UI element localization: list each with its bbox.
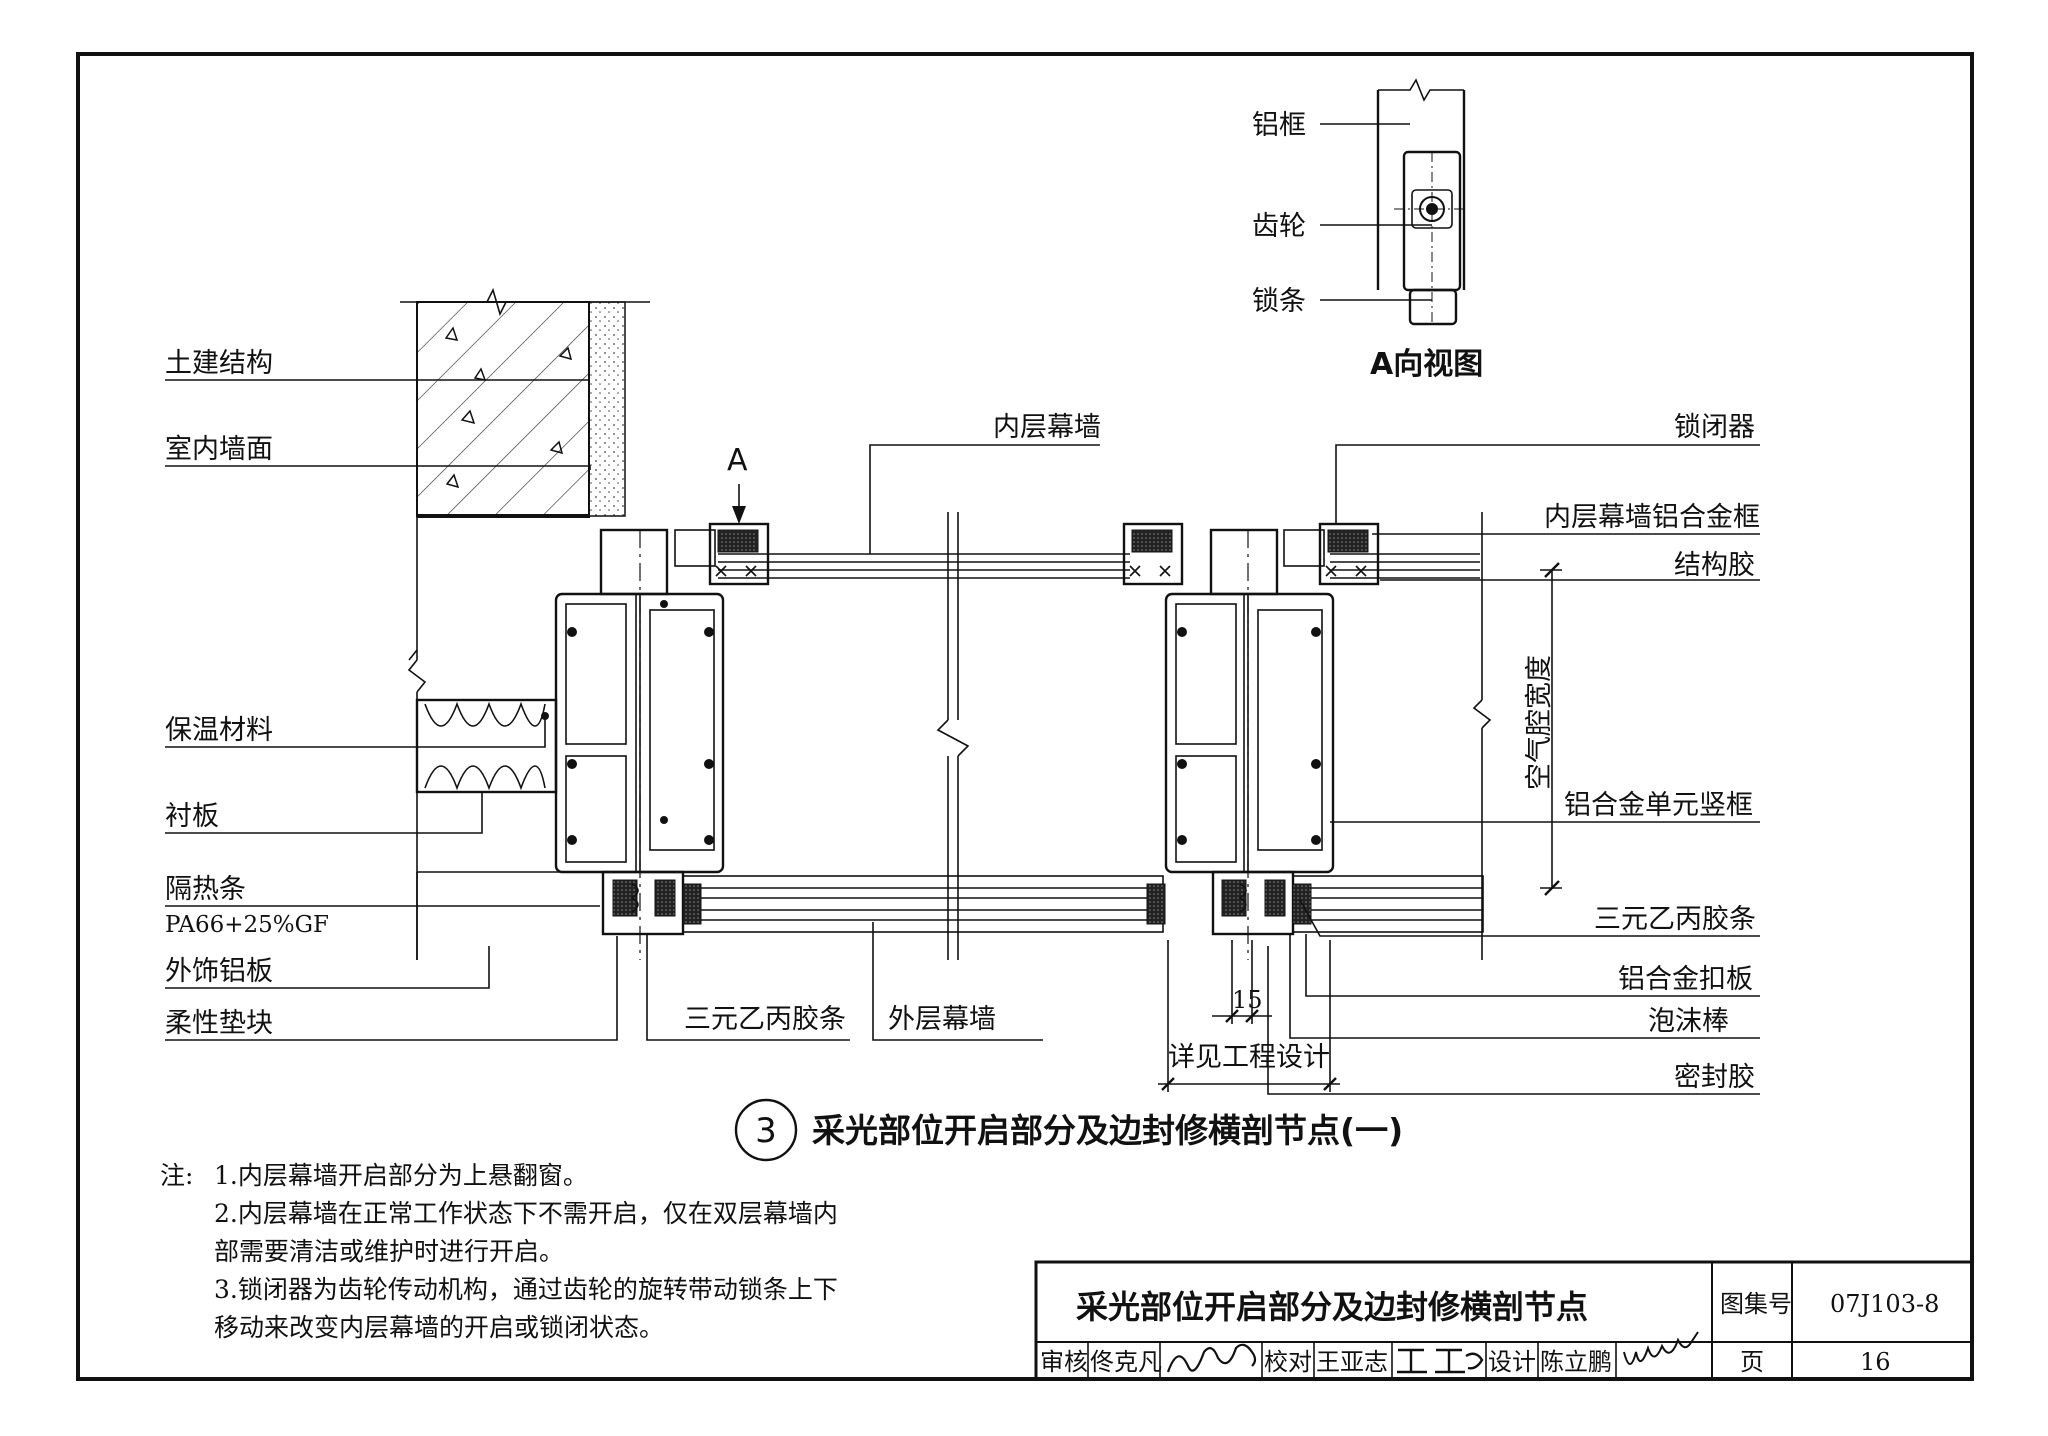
break-lines — [408, 512, 1492, 960]
outer-glass — [682, 875, 1484, 933]
label-structural-sealant: 结构胶 — [1674, 550, 1755, 581]
notes-prefix: 注: — [160, 1161, 193, 1190]
label-liner-board: 衬板 — [165, 801, 219, 832]
note-line-2: 2.内层幕墙在正常工作状态下不需开启，仅在双层幕墙内 — [214, 1199, 838, 1228]
label-epdm-strip-right: 三元乙丙胶条 — [1594, 904, 1756, 935]
designer-name: 陈立鹏 — [1540, 1348, 1612, 1376]
label-outer-curtain-wall: 外层幕墙 — [888, 1004, 996, 1035]
label-lock-bar: 锁条 — [1252, 286, 1306, 317]
air-cavity-dimension — [1540, 562, 1562, 896]
signature-designer — [1623, 1331, 1699, 1365]
design-label: 设计 — [1488, 1348, 1536, 1376]
leaders-center — [869, 444, 1100, 554]
leaders-right — [1267, 444, 1760, 1095]
label-inner-curtain-wall: 内层幕墙 — [993, 412, 1101, 443]
label-insulation: 保温材料 — [165, 715, 273, 746]
inner-frame-mid — [1122, 522, 1184, 586]
atlas-number: 07J103-8 — [1830, 1290, 1939, 1318]
review-label: 审核 — [1040, 1348, 1088, 1376]
label-cover-plate: 铝合金扣板 — [1618, 964, 1753, 995]
label-exterior-aluminum-panel: 外饰铝板 — [165, 956, 273, 987]
inner-frame-left — [708, 522, 770, 586]
note-line-4: 3.锁闭器为齿轮传动机构，通过齿轮的旋转带动锁条上下 — [214, 1275, 838, 1304]
label-interior-wall: 室内墙面 — [165, 434, 273, 465]
page-label: 页 — [1740, 1348, 1764, 1376]
label-unit-mullion: 铝合金单元竖框 — [1564, 790, 1753, 821]
label-lock: 锁闭器 — [1674, 412, 1755, 443]
checker-name: 王亚志 — [1316, 1348, 1388, 1376]
reviewer-name: 佟克凡 — [1090, 1348, 1162, 1376]
label-foam-rod: 泡沫棒 — [1648, 1006, 1729, 1037]
label-air-cavity-width: 空气腔宽度 — [1524, 655, 1555, 790]
label-see-engineering-design: 详见工程设计 — [1168, 1042, 1330, 1073]
label-thermal-break: 隔热条 — [165, 874, 246, 905]
inner-glass — [718, 553, 1480, 579]
a-view-title: A向视图 — [1370, 347, 1483, 382]
label-view-marker: A — [727, 443, 748, 478]
label-civil-structure: 土建结构 — [165, 348, 273, 379]
a-view-detail — [1320, 78, 1468, 326]
sheet-border — [76, 52, 1974, 1381]
title-block — [1034, 1260, 1974, 1381]
note-line-5: 移动来改变内层幕墙的开启或锁闭状态。 — [214, 1313, 664, 1342]
label-gear: 齿轮 — [1252, 211, 1306, 242]
label-inner-frame: 内层幕墙铝合金框 — [1544, 502, 1760, 533]
signature-checker — [1397, 1348, 1484, 1374]
detail-number-circle — [734, 1098, 798, 1162]
atlas-label: 图集号 — [1720, 1290, 1792, 1318]
detail-number: 3 — [755, 1111, 777, 1151]
label-dim-15: 15 — [1232, 986, 1263, 1014]
sheet-title: 采光部位开启部分及边封修横剖节点 — [1076, 1288, 1588, 1326]
leaders-left — [165, 379, 618, 1041]
leaders-bottom — [646, 922, 1043, 1041]
page-number: 16 — [1860, 1348, 1891, 1376]
label-thermal-break-material: PA66+25%GF — [165, 912, 329, 938]
bottom-dimensions — [1158, 940, 1340, 1092]
note-line-1: 1.内层幕墙开启部分为上悬翻窗。 — [214, 1161, 588, 1190]
label-sealant: 密封胶 — [1674, 1062, 1755, 1093]
label-flexible-pad: 柔性垫块 — [165, 1008, 273, 1039]
check-label: 校对 — [1264, 1348, 1312, 1376]
detail-title: 采光部位开启部分及边封修横剖节点(一) — [812, 1111, 1403, 1150]
label-epdm-strip-bottom: 三元乙丙胶条 — [684, 1004, 846, 1035]
insulation-batt — [415, 698, 558, 794]
civil-structure — [400, 287, 650, 960]
view-a-arrow — [732, 484, 746, 524]
signature-reviewer — [1166, 1343, 1257, 1373]
inner-frame-right — [1318, 522, 1380, 586]
label-aluminum-frame: 铝框 — [1252, 110, 1306, 141]
note-line-3: 部需要清洁或维护时进行开启。 — [214, 1237, 564, 1266]
right-mullion — [1164, 528, 1335, 960]
